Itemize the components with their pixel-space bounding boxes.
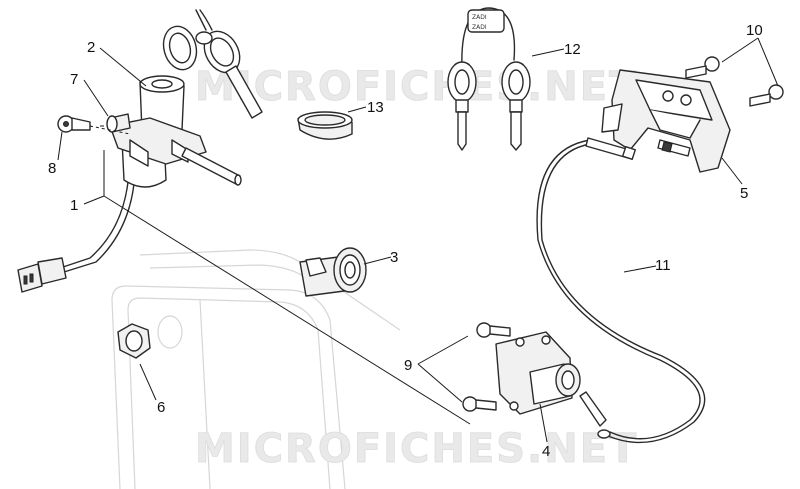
callout-12: 12 bbox=[564, 41, 581, 58]
nut-part-6 bbox=[117, 323, 151, 359]
callout-8: 8 bbox=[48, 160, 56, 177]
latch-bracket-part-5 bbox=[601, 69, 731, 173]
screw-part-8 bbox=[57, 115, 131, 135]
cable-part-11 bbox=[536, 137, 706, 444]
screws-part-9 bbox=[462, 322, 511, 412]
lock-cylinder-part-3 bbox=[299, 247, 367, 297]
callout-4: 4 bbox=[542, 443, 550, 460]
seat-lock-part-4 bbox=[495, 331, 607, 427]
callout-13: 13 bbox=[367, 99, 384, 116]
callout-7: 7 bbox=[70, 71, 78, 88]
key-tag-brand-2: ZADI bbox=[472, 24, 487, 31]
screws-part-10 bbox=[685, 56, 784, 107]
key-pair-part-12: ZADI ZADI bbox=[447, 7, 531, 151]
watermark-bottom: MICROFICHES.NET bbox=[195, 426, 638, 472]
ignition-switch-assembly bbox=[17, 9, 263, 293]
callout-2: 2 bbox=[87, 39, 95, 56]
screw-part-7 bbox=[100, 113, 131, 133]
callout-5: 5 bbox=[740, 185, 748, 202]
callout-1: 1 bbox=[70, 197, 78, 214]
callout-11: 11 bbox=[655, 257, 671, 274]
ring-part-13 bbox=[297, 111, 353, 140]
leader-lines bbox=[57, 37, 779, 443]
callout-9: 9 bbox=[404, 357, 412, 374]
watermark-top: MICROFICHES.NET bbox=[195, 64, 638, 110]
callout-10: 10 bbox=[746, 22, 763, 39]
callout-labels: 1 2 3 4 5 6 7 8 9 10 11 12 13 bbox=[48, 22, 763, 460]
key-tag-brand-1: ZADI bbox=[472, 14, 487, 21]
background-body-panel bbox=[111, 249, 401, 489]
callout-3: 3 bbox=[390, 249, 398, 266]
callout-6: 6 bbox=[157, 399, 165, 416]
